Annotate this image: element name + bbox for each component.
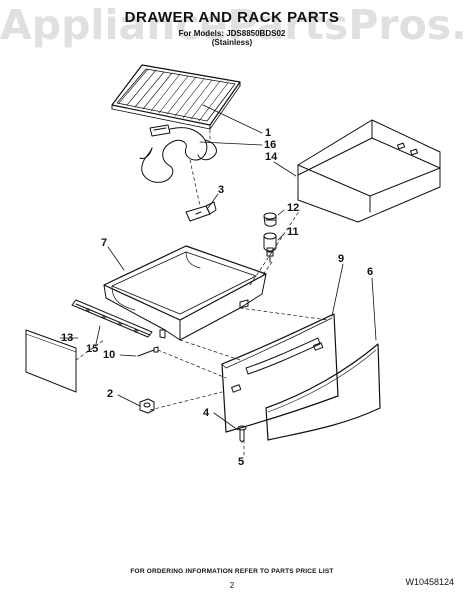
callout-15: 15 [86, 343, 99, 355]
callout-5: 5 [238, 456, 245, 468]
callout-14: 14 [265, 151, 278, 163]
callout-4: 4 [203, 407, 210, 419]
drawer-stop-bracket [186, 202, 216, 221]
callout-13: 13 [61, 332, 74, 344]
callout-12: 12 [287, 202, 300, 214]
document-number: W10458124 [405, 577, 454, 587]
callout-3: 3 [218, 184, 225, 196]
model-number: For Models: JDS8850BDS02 [178, 29, 286, 38]
mounting-screw [238, 426, 246, 442]
drawer-face-trim [266, 344, 380, 440]
drawer-heating-wire [140, 128, 216, 183]
callout-9: 9 [338, 253, 345, 265]
callout-2: 2 [107, 388, 114, 400]
callout-11: 11 [287, 226, 299, 238]
page-title: DRAWER AND RACK PARTS [124, 9, 340, 26]
drawer-side-panel [26, 330, 76, 392]
callout-6: 6 [367, 266, 374, 278]
callout-10: 10 [103, 349, 116, 361]
pivot-pin [138, 347, 158, 356]
drawer-roller [264, 233, 276, 262]
ordering-note: FOR ORDERING INFORMATION REFER TO PARTS … [130, 568, 334, 575]
page-number: 2 [229, 581, 235, 590]
drawer-front-panel [222, 314, 338, 432]
leader-lines [60, 105, 376, 430]
finish-label: (Stainless) [211, 38, 253, 47]
hex-nut [140, 399, 154, 413]
assembly-guide-lines [76, 130, 328, 455]
screw [264, 213, 276, 226]
callout-7: 7 [101, 237, 108, 249]
callout-16: 16 [264, 139, 277, 151]
rack-bracket [150, 125, 176, 136]
watermark-logo: AppliancePartsPros.com [0, 1, 464, 49]
oven-rack [112, 65, 240, 129]
callout-1: 1 [265, 127, 272, 139]
drawer-slide-rail [72, 300, 152, 337]
drawer-frame [298, 120, 440, 222]
